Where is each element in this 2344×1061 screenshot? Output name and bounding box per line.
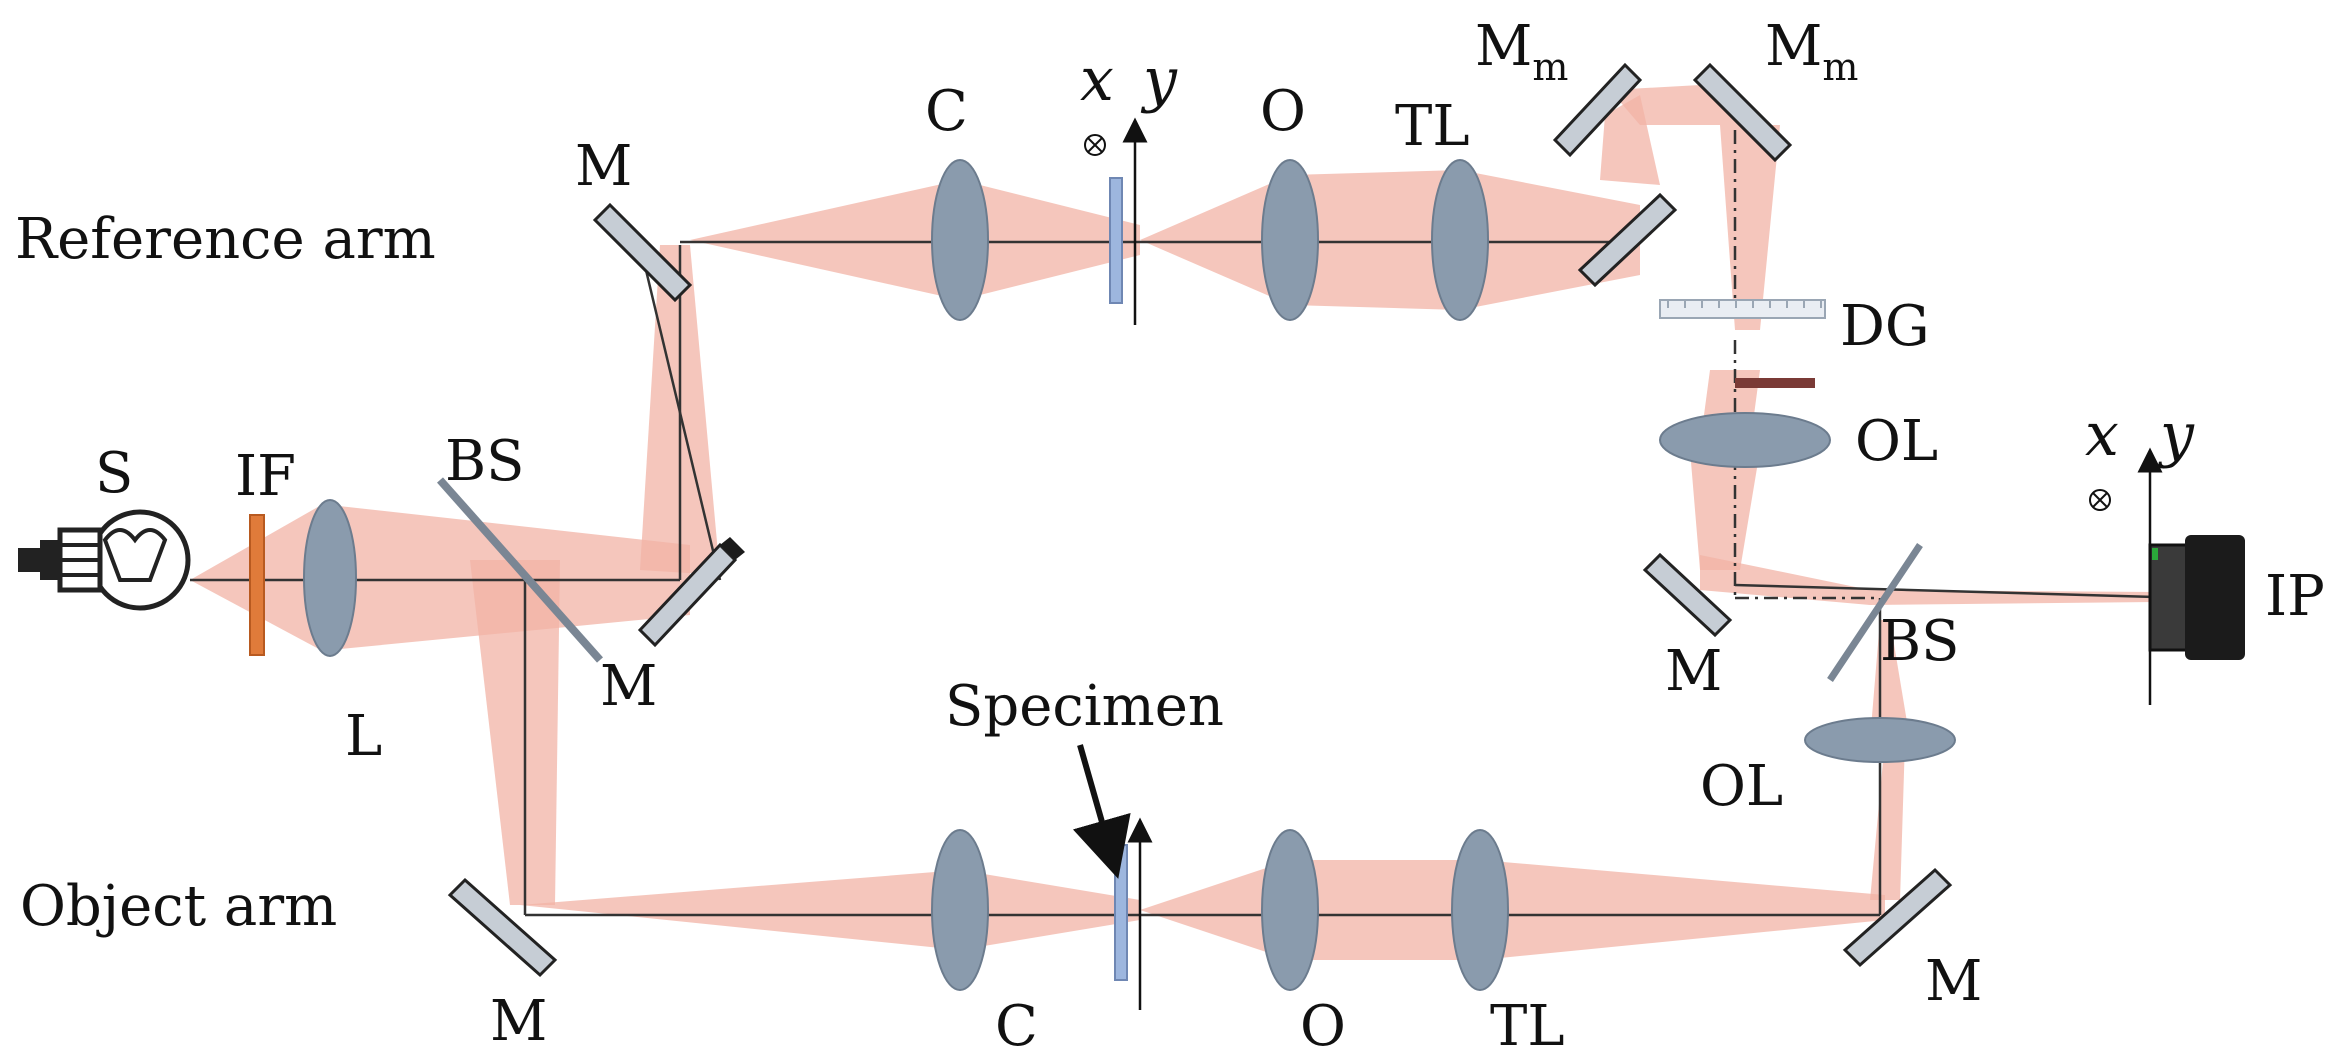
beam-splitter-left	[437, 477, 603, 663]
label-mirror-left: M	[600, 654, 657, 719]
label-lens-l: L	[345, 704, 382, 769]
reference-slide	[1109, 177, 1123, 304]
output-lens-lower	[1804, 717, 1956, 763]
condenser-object	[931, 829, 989, 991]
label-condenser-reference: C	[925, 79, 968, 144]
label-objective-reference: O	[1260, 79, 1306, 144]
tube-lens-object	[1451, 829, 1509, 991]
diffraction-grating	[1659, 299, 1826, 319]
label-bs-right: BS	[1880, 609, 1960, 674]
beam-splitter-right	[1827, 543, 1923, 682]
label-axis-y-ref: y	[1140, 45, 1178, 115]
specimen-pointer-arrow	[1072, 744, 1131, 879]
label-ol-upper: OL	[1855, 409, 1938, 474]
condenser-reference	[931, 159, 989, 321]
label-axis-y-out: y	[2157, 400, 2195, 470]
label-object-arm: Object arm	[20, 874, 337, 939]
mirror-object-turn	[447, 877, 558, 978]
axes-output	[2089, 447, 2163, 705]
label-dg: DG	[1840, 294, 1930, 359]
label-ol-lower: OL	[1700, 754, 1783, 819]
mirror-mm1	[1552, 62, 1643, 158]
label-objective-object: O	[1300, 994, 1346, 1059]
mirror-reference-end	[1577, 192, 1678, 288]
label-tube-lens-object: TL	[1490, 994, 1565, 1059]
camera-icon	[2148, 535, 2245, 660]
interference-filter	[249, 514, 265, 656]
label-mirror-reference-turn: M	[575, 134, 632, 199]
label-bs-left: BS	[445, 429, 525, 494]
tube-lens-reference	[1431, 159, 1489, 321]
label-axis-x-ref: x	[1080, 45, 1114, 115]
mirror-combiner	[1642, 552, 1733, 638]
specimen-slide	[1114, 844, 1128, 981]
label-mirror-object-turn: M	[490, 989, 547, 1054]
mirror-left	[637, 537, 745, 648]
objective-reference	[1261, 159, 1319, 321]
label-mm2: Mm	[1765, 14, 1858, 89]
output-lens-upper	[1659, 412, 1831, 468]
mirror-object-right	[1842, 867, 1953, 968]
objective-object	[1261, 829, 1319, 991]
pinhole-filter	[1735, 378, 1815, 388]
label-tube-lens-reference: TL	[1395, 94, 1470, 159]
label-mm1: Mm	[1475, 14, 1568, 89]
light-source-bulb	[18, 509, 191, 611]
label-reference-arm: Reference arm	[15, 207, 436, 272]
axes-reference	[1084, 117, 1148, 325]
label-condenser-object: C	[995, 994, 1038, 1059]
lens-l	[303, 499, 357, 657]
beam-paths	[190, 85, 2155, 960]
label-mirror-object-right: M	[1925, 949, 1982, 1014]
mirror-mm2	[1692, 62, 1793, 163]
label-ip: IP	[2265, 564, 2325, 629]
label-if: IF	[235, 444, 296, 509]
mirror-reference-turn	[592, 202, 693, 303]
label-source: S	[95, 441, 133, 506]
label-specimen: Specimen	[945, 674, 1224, 739]
label-mirror-combiner: M	[1665, 639, 1722, 704]
label-axis-x-out: x	[2085, 400, 2119, 470]
